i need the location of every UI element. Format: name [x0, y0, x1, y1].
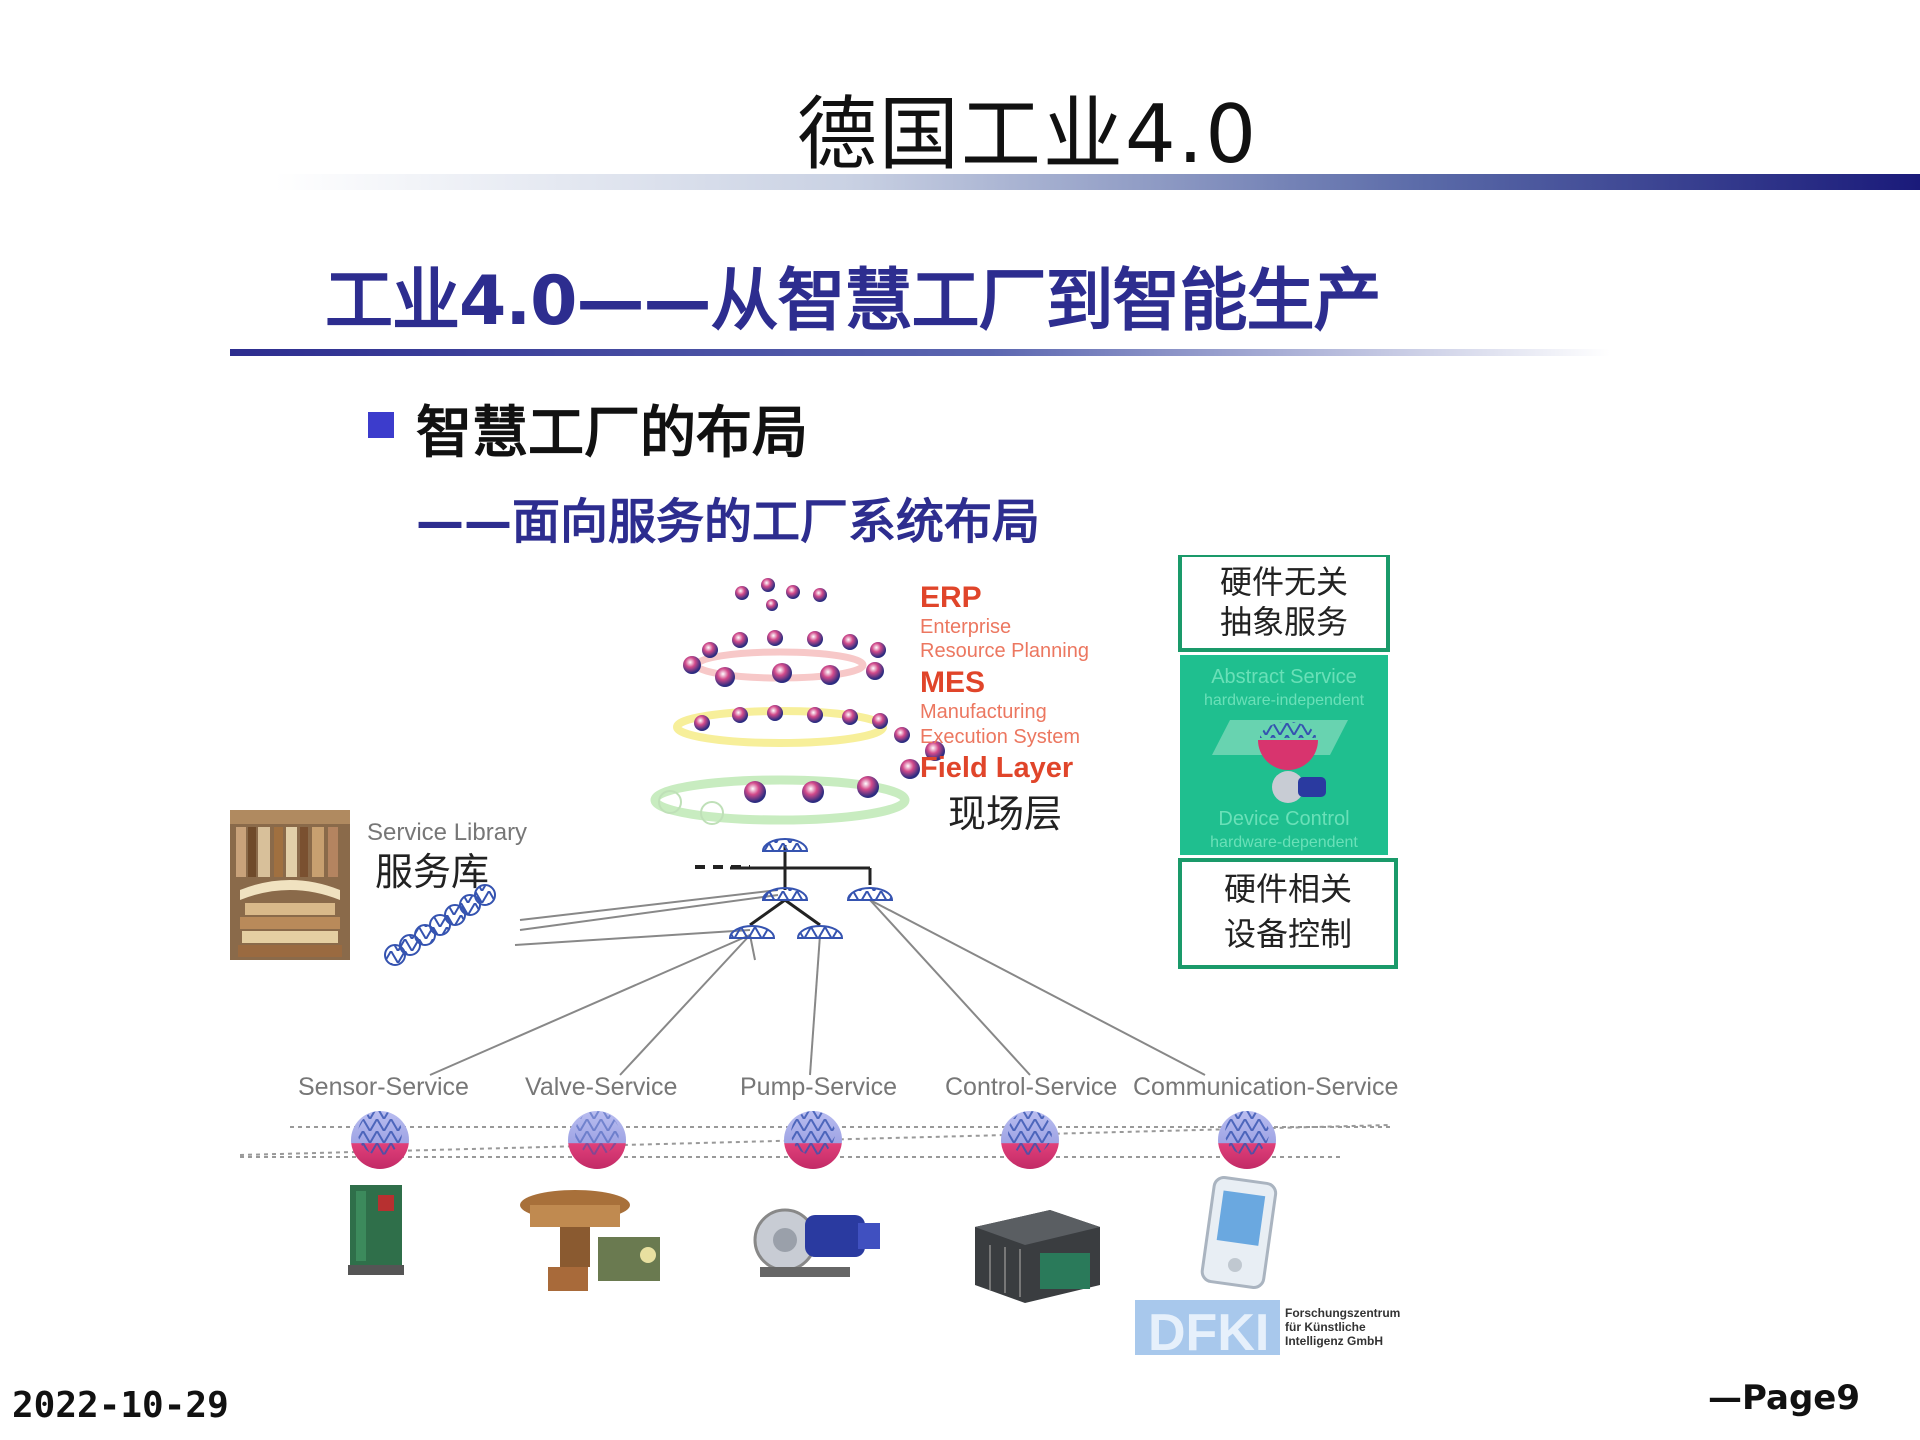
title-gradient-rule	[275, 174, 1920, 190]
tree-nodes	[728, 838, 894, 939]
controller-device-icon	[975, 1210, 1100, 1303]
mes-label: MES	[920, 666, 985, 699]
handheld-device-icon	[1200, 1175, 1278, 1290]
bullet-square-icon	[368, 412, 394, 438]
service-label-control: Control-Service	[945, 1073, 1117, 1101]
bullet-text: 智慧工厂的布局	[416, 401, 808, 466]
pyramid-nodes	[683, 578, 945, 803]
mes-line2: Execution System	[920, 726, 1080, 748]
mes-line1: Manufacturing	[920, 701, 1047, 723]
dfki-line3: Intelligenz GmbH	[1285, 1334, 1383, 1348]
service-labels: Sensor-Service Valve-Service Pump-Servic…	[298, 1073, 1398, 1101]
slide-title: 德国工业4.0	[796, 88, 1259, 181]
valve-device-icon	[520, 1190, 660, 1291]
abstract-service-en: Abstract Service	[1211, 666, 1357, 688]
service-label-communication: Communication-Service	[1133, 1073, 1398, 1101]
footer-page-number: —Page9	[1708, 1378, 1861, 1418]
erp-label: ERP	[920, 581, 982, 614]
sensor-device-icon	[348, 1185, 404, 1275]
service-library-chain-icon	[384, 884, 496, 966]
hardware-layer-panel: 硬件无关 抽象服务 Abstract Service hardware-inde…	[1178, 555, 1398, 969]
service-architecture-diagram: ERP Enterprise Resource Planning MES Man…	[230, 555, 1730, 1360]
dfki-line1: Forschungszentrum	[1285, 1306, 1400, 1320]
embedded-figure: 工业4.0——从智慧工厂到智能生产 智慧工厂的布局 ——面向服务的工厂系统布局	[230, 225, 1750, 1360]
service-domes	[351, 1111, 1276, 1169]
service-library-cn: 服务库	[375, 850, 489, 894]
figure-heading: 工业4.0——从智慧工厂到智能生产	[325, 262, 1381, 341]
abstract-service-en2: hardware-independent	[1204, 692, 1365, 709]
library-books-icon	[230, 810, 350, 960]
bottom-box-line1: 硬件相关	[1224, 870, 1352, 908]
figure-heading-rule	[230, 349, 1610, 356]
top-box-line1: 硬件无关	[1220, 563, 1348, 601]
bottom-box-line2: 设备控制	[1224, 915, 1352, 953]
pump-device-icon	[753, 1208, 880, 1277]
service-connection-lines	[429, 845, 1206, 1076]
erp-line1: Enterprise	[920, 616, 1011, 638]
field-layer-label: Field Layer	[920, 752, 1073, 784]
service-label-pump: Pump-Service	[740, 1073, 897, 1101]
footer-date: 2022-10-29	[12, 1385, 229, 1426]
service-label-valve: Valve-Service	[525, 1073, 677, 1101]
top-box-line2: 抽象服务	[1220, 603, 1348, 641]
device-control-en2: hardware-dependent	[1210, 834, 1358, 851]
dfki-line2: für Künstliche	[1285, 1320, 1366, 1334]
svg-text:DFKI: DFKI	[1148, 1304, 1269, 1360]
service-library-en: Service Library	[367, 819, 527, 846]
erp-line2: Resource Planning	[920, 640, 1089, 662]
dfki-logo-icon: DFKI	[1135, 1300, 1280, 1360]
field-layer-cn: 现场层	[948, 792, 1062, 836]
device-control-en: Device Control	[1218, 808, 1349, 830]
figure-subtitle: ——面向服务的工厂系统布局	[416, 494, 1041, 550]
service-label-sensor: Sensor-Service	[298, 1073, 469, 1101]
